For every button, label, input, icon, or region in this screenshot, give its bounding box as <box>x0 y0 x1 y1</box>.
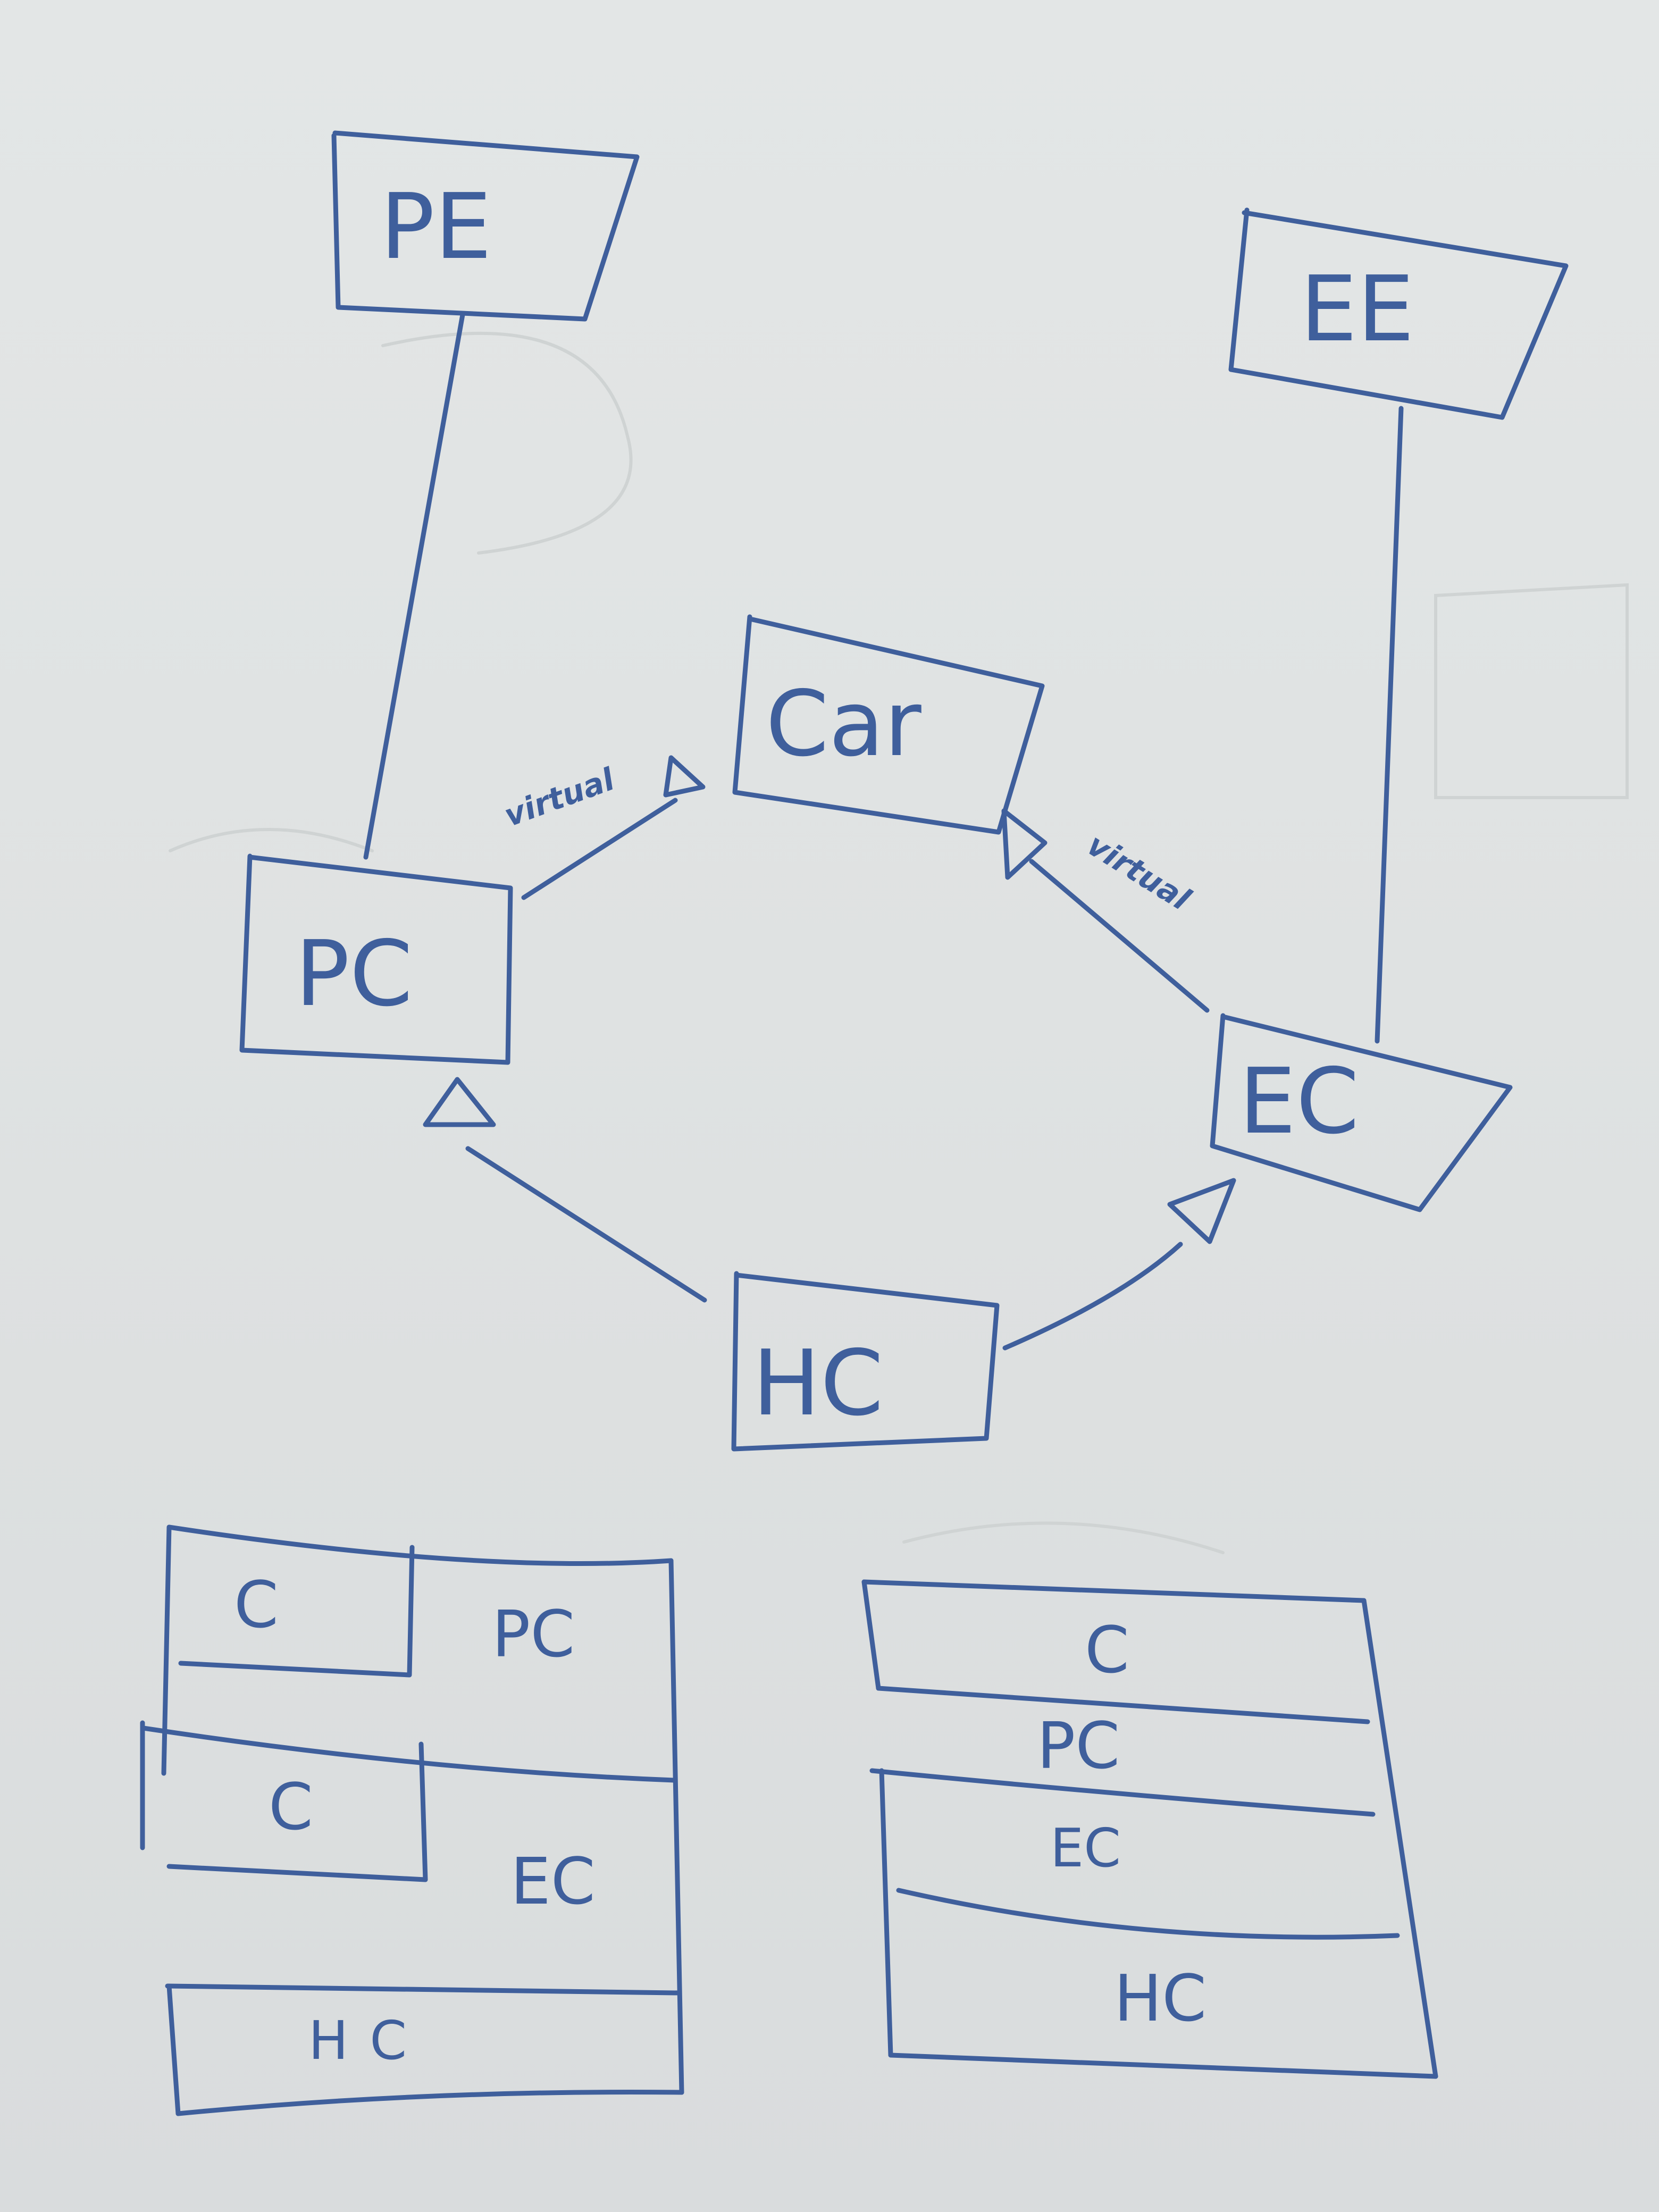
ec-inner-c-cell <box>166 1741 428 1882</box>
pe-label: PE <box>380 174 492 280</box>
hc-row-label: HC <box>1114 1962 1206 2036</box>
pc-box: PC <box>239 853 513 1065</box>
pc-row-label: PC <box>1037 1710 1120 1783</box>
hc-ec-arrowhead <box>1167 1178 1236 1244</box>
hc-label: HC <box>752 1331 884 1436</box>
hc-box: HC <box>731 1271 1000 1452</box>
memory-layout-right: C PC EC HC <box>861 1579 1438 2079</box>
pc-car-virtual-label: virtual <box>500 761 620 834</box>
pe-box: PE <box>331 130 640 322</box>
pc-inner-c-label: C <box>234 1569 279 1643</box>
ec-region-label: EC <box>510 1845 596 1919</box>
pe-pc-association-line <box>363 312 465 860</box>
ec-car-virtual-label: virtual <box>1081 826 1197 918</box>
ec-car-virtual-inheritance: virtual <box>1001 808 1210 1013</box>
ec-row-label: EC <box>1050 1817 1121 1879</box>
ec-inner-c-label: C <box>269 1771 313 1845</box>
car-box: Car <box>732 614 1045 835</box>
pc-car-virtual-inheritance: virtual <box>500 755 706 900</box>
hc-pc-inheritance <box>423 1077 707 1303</box>
hc-ec-inheritance <box>1002 1178 1236 1351</box>
ec-label: EC <box>1239 1049 1359 1154</box>
c-row-label: C <box>1085 1614 1129 1688</box>
car-label: Car <box>766 672 921 777</box>
pc-inner-c-cell <box>178 1545 415 1678</box>
ee-box: EE <box>1228 207 1569 420</box>
pc-car-arrowhead <box>663 755 706 798</box>
ec-car-arrowhead <box>1001 808 1048 880</box>
hc-pc-arrowhead <box>423 1077 496 1127</box>
ec-box: EC <box>1210 1013 1513 1212</box>
erased-ghost-marks <box>169 331 1629 1554</box>
memory-layout-left: C PC C EC HC <box>140 1524 684 2116</box>
ee-label: EE <box>1300 257 1414 362</box>
pc-label: PC <box>295 921 413 1027</box>
ee-ec-association-line <box>1375 406 1404 1044</box>
hc-region-label: HC <box>308 2009 428 2072</box>
pc-region-label: PC <box>492 1598 575 1672</box>
